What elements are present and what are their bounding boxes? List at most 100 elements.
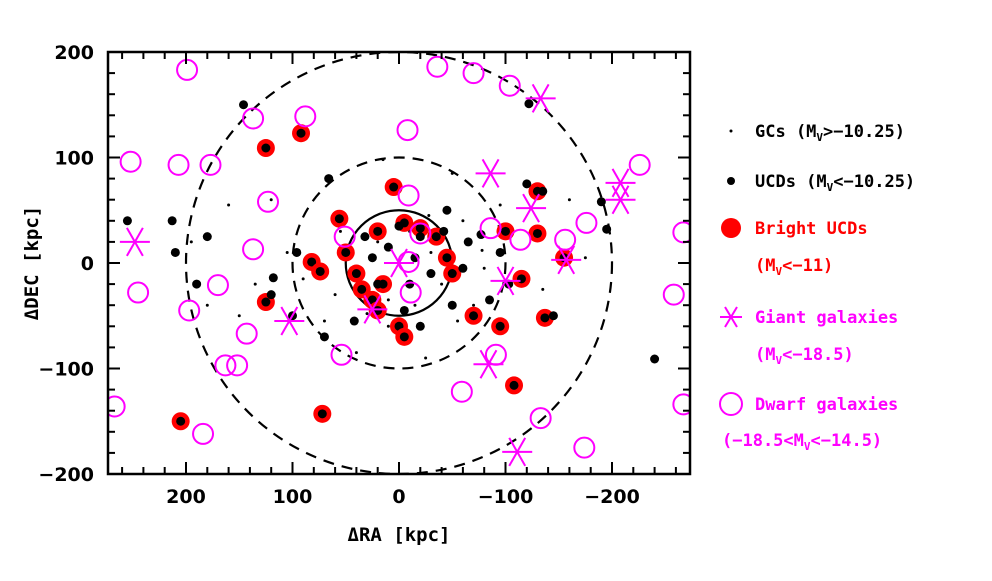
ucd-point bbox=[426, 269, 436, 279]
bright-ucd-core bbox=[389, 182, 399, 192]
giant-galaxy-point bbox=[502, 437, 533, 467]
dwarf-galaxy-point bbox=[462, 62, 485, 85]
ucd-point bbox=[399, 305, 409, 315]
gc-point bbox=[440, 282, 444, 286]
ucd-point bbox=[650, 354, 660, 364]
ucd-point bbox=[122, 216, 132, 226]
legend-label: Dwarf galaxies bbox=[755, 395, 898, 415]
giant-galaxy-point bbox=[475, 158, 506, 188]
ucd-point bbox=[415, 232, 425, 242]
bright-ucd-core bbox=[351, 269, 361, 279]
dwarf-galaxy-point bbox=[479, 217, 502, 240]
radius-circle-100 bbox=[291, 156, 507, 370]
dwarf-galaxy-point bbox=[498, 74, 521, 97]
series-bright-ucds bbox=[171, 124, 574, 431]
gc-point bbox=[253, 282, 257, 286]
ucd-marker-icon bbox=[727, 177, 735, 185]
ucd-point bbox=[239, 100, 249, 110]
gc-point bbox=[429, 250, 433, 254]
dwarf-galaxy-point bbox=[242, 107, 265, 130]
plot-area bbox=[108, 52, 690, 474]
giant-galaxy-point bbox=[525, 83, 556, 113]
dwarf-galaxy-point bbox=[257, 190, 280, 213]
x-tick-label: 100 bbox=[273, 486, 313, 508]
dwarf-galaxy-point bbox=[108, 395, 126, 418]
y-tick-label: 100 bbox=[54, 148, 94, 170]
bright-ucd-core bbox=[442, 253, 452, 263]
gc-point bbox=[424, 356, 428, 360]
gc-point bbox=[322, 319, 326, 323]
gc-point bbox=[541, 287, 545, 291]
ucd-point bbox=[538, 186, 548, 196]
dwarf-galaxy-point bbox=[509, 228, 532, 251]
ucd-point bbox=[292, 247, 302, 257]
dwarf-galaxy-point bbox=[235, 322, 258, 345]
dwarf-galaxy-point bbox=[672, 393, 690, 416]
ucd-point bbox=[167, 216, 177, 226]
ucd-point bbox=[268, 273, 278, 283]
gc-point bbox=[386, 324, 390, 328]
gc-point bbox=[482, 266, 486, 270]
bright-ucd-core bbox=[415, 223, 425, 233]
dwarf-galaxy-point bbox=[399, 281, 422, 304]
gc-point bbox=[285, 250, 289, 254]
ucd-point bbox=[495, 247, 505, 257]
bright-ucd-core bbox=[532, 228, 542, 238]
dwarf-galaxy-point bbox=[397, 184, 420, 207]
dwarf-galaxy-point bbox=[119, 150, 142, 173]
giant-asterisk-icon bbox=[720, 306, 742, 328]
gc-point bbox=[450, 171, 454, 175]
gc-point bbox=[427, 214, 431, 218]
ucd-point bbox=[596, 197, 606, 207]
giant-galaxy-point bbox=[605, 168, 636, 198]
series-gcs bbox=[189, 158, 587, 360]
gc-point bbox=[205, 303, 209, 307]
dwarf-galaxy-point bbox=[206, 274, 229, 297]
gc-point bbox=[461, 219, 465, 223]
dwarf-galaxy-point bbox=[628, 153, 651, 176]
gc-point bbox=[365, 312, 369, 316]
dwarf-galaxy-point bbox=[529, 407, 552, 430]
bright-ucd-core bbox=[334, 214, 344, 224]
gc-point bbox=[237, 314, 241, 318]
legend-label: UCDs (MV<−10.25) bbox=[755, 172, 915, 194]
gc-point bbox=[413, 303, 417, 307]
ucd-point bbox=[439, 226, 449, 236]
ucd-point bbox=[360, 232, 370, 242]
bright-ucd-core bbox=[357, 284, 367, 294]
ucd-point bbox=[367, 253, 377, 263]
bright-ucd-core bbox=[447, 269, 457, 279]
giant-galaxy-point bbox=[516, 193, 547, 223]
legend-label: Giant galaxies bbox=[755, 308, 898, 328]
bright-ucd-core bbox=[261, 297, 271, 307]
legend: GCs (MV>−10.25)UCDs (MV<−10.25)Bright UC… bbox=[719, 122, 915, 453]
dwarf-galaxy-point bbox=[127, 281, 150, 304]
dwarf-galaxy-point bbox=[199, 153, 222, 176]
dwarf-galaxy-point bbox=[176, 58, 199, 81]
axis-ticks bbox=[108, 51, 690, 475]
giant-galaxy-point bbox=[384, 248, 414, 278]
dwarf-galaxy-point bbox=[294, 105, 317, 128]
bright-ucd-core bbox=[315, 266, 325, 276]
gc-point bbox=[381, 158, 385, 162]
legend-label: (−18.5<MV<−14.5) bbox=[722, 431, 882, 453]
gc-point bbox=[480, 248, 484, 252]
radius-circle-200 bbox=[184, 52, 614, 474]
legend-label: (MV<−18.5) bbox=[755, 345, 854, 367]
ucd-point bbox=[170, 247, 180, 257]
ucd-point bbox=[394, 221, 404, 231]
x-tick-label: 0 bbox=[392, 486, 405, 508]
ucd-point bbox=[458, 263, 468, 273]
dwarf-galaxy-point bbox=[242, 238, 265, 261]
giant-galaxy-point bbox=[490, 266, 521, 296]
x-tick-label: −100 bbox=[478, 486, 534, 508]
y-axis-title: ΔDEC [kpc] bbox=[21, 206, 43, 320]
dwarf-galaxy-point bbox=[333, 225, 356, 248]
giant-galaxy-point bbox=[551, 245, 582, 275]
ucd-point bbox=[447, 300, 457, 310]
giant-galaxy-point bbox=[605, 185, 636, 215]
bright-ucd-marker-icon bbox=[721, 218, 741, 238]
dwarf-galaxy-point bbox=[450, 380, 473, 403]
dwarf-galaxy-point bbox=[167, 153, 190, 176]
giant-galaxy-point bbox=[274, 306, 305, 336]
